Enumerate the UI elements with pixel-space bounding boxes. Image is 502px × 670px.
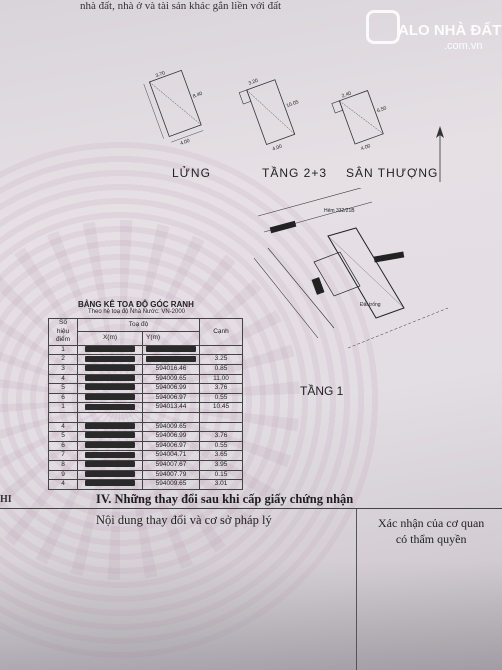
redacted-value bbox=[85, 480, 135, 487]
header-coords: Toạ độ bbox=[77, 317, 200, 333]
label-lung: LỬNG bbox=[172, 166, 211, 180]
svg-text:Hẻm 332/21B: Hẻm 332/21B bbox=[324, 208, 355, 214]
authority-line-1: Xác nhận của cơ quan bbox=[378, 516, 485, 530]
svg-text:10.05: 10.05 bbox=[286, 99, 300, 109]
redacted-value bbox=[146, 355, 196, 362]
redacted-value bbox=[85, 365, 135, 372]
floor-plan-tang1-site: Hẻm 332/21B Đất trống bbox=[253, 188, 449, 349]
section-divider bbox=[0, 508, 502, 509]
redacted-value bbox=[85, 384, 135, 391]
label-santhuong: SÂN THƯỢNG bbox=[346, 166, 439, 180]
redacted-value bbox=[85, 374, 135, 381]
svg-text:4.00: 4.00 bbox=[272, 143, 283, 152]
redacted-value bbox=[85, 403, 135, 410]
watermark-domain: .com.vn bbox=[444, 40, 483, 52]
redacted-value bbox=[85, 432, 135, 439]
redacted-value bbox=[85, 355, 135, 362]
left-edge-mark: HI bbox=[0, 494, 12, 505]
redacted-value bbox=[85, 451, 135, 458]
svg-text:8.40: 8.40 bbox=[192, 91, 203, 100]
authority-line-2: có thẩm quyền bbox=[395, 532, 467, 546]
floor-plan-tang23: 3.20 10.05 4.00 bbox=[238, 78, 300, 153]
svg-text:2.40: 2.40 bbox=[341, 90, 352, 99]
coordinate-table-subtitle: Theo hệ toạ độ Nhà Nước: VN-2000 bbox=[88, 309, 186, 315]
svg-text:6.50: 6.50 bbox=[376, 105, 387, 114]
header-id: Số hiệu điểm bbox=[48, 318, 78, 346]
header-x: X(m) bbox=[77, 331, 143, 346]
svg-text:3.20: 3.20 bbox=[248, 78, 259, 87]
redacted-value bbox=[85, 394, 135, 401]
floor-plan-lung: 3.70 8.40 4.00 bbox=[143, 69, 204, 147]
floor-plan-santhuong: 2.40 6.50 4.00 bbox=[331, 90, 388, 152]
table-gap-row bbox=[48, 411, 243, 423]
redacted-value bbox=[85, 470, 135, 477]
watermark-brand: ALO NHÀ ĐẤT bbox=[398, 22, 502, 39]
page-shadow bbox=[0, 560, 502, 670]
column-divider bbox=[356, 509, 357, 670]
redacted-value bbox=[146, 346, 196, 353]
svg-text:4.00: 4.00 bbox=[360, 143, 371, 152]
redacted-value bbox=[85, 422, 135, 429]
watermark-logo: ALO NHÀ ĐẤT .com.vn bbox=[358, 4, 502, 62]
table-row: 1 bbox=[48, 344, 243, 356]
label-tang1: TẦNG 1 bbox=[300, 384, 344, 398]
road-label: Đất trống bbox=[360, 302, 381, 308]
redacted-value bbox=[85, 346, 135, 353]
header-text: nhà đất, nhà ở và tài sản khác gắn liền … bbox=[80, 0, 282, 12]
coordinate-table-title: BẢNG KÊ TOẠ ĐỘ GÓC RANH bbox=[78, 300, 194, 309]
svg-text:4.00: 4.00 bbox=[180, 138, 191, 147]
redacted-value bbox=[85, 461, 135, 468]
north-arrow-icon bbox=[436, 126, 444, 182]
label-tang23: TẦNG 2+3 bbox=[262, 166, 328, 180]
section-iv-title: IV. Những thay đổi sau khi cấp giấy chứn… bbox=[96, 492, 354, 506]
svg-text:3.70: 3.70 bbox=[155, 70, 166, 79]
header-y: Y(m) bbox=[142, 331, 200, 346]
changes-column-heading: Nội dung thay đổi và cơ sở pháp lý bbox=[96, 513, 272, 527]
house-icon bbox=[366, 10, 400, 44]
authority-column-heading: Xác nhận của cơ quan có thẩm quyền bbox=[378, 515, 484, 547]
header-edge: Cạnh bbox=[199, 318, 243, 346]
redacted-value bbox=[85, 442, 135, 448]
